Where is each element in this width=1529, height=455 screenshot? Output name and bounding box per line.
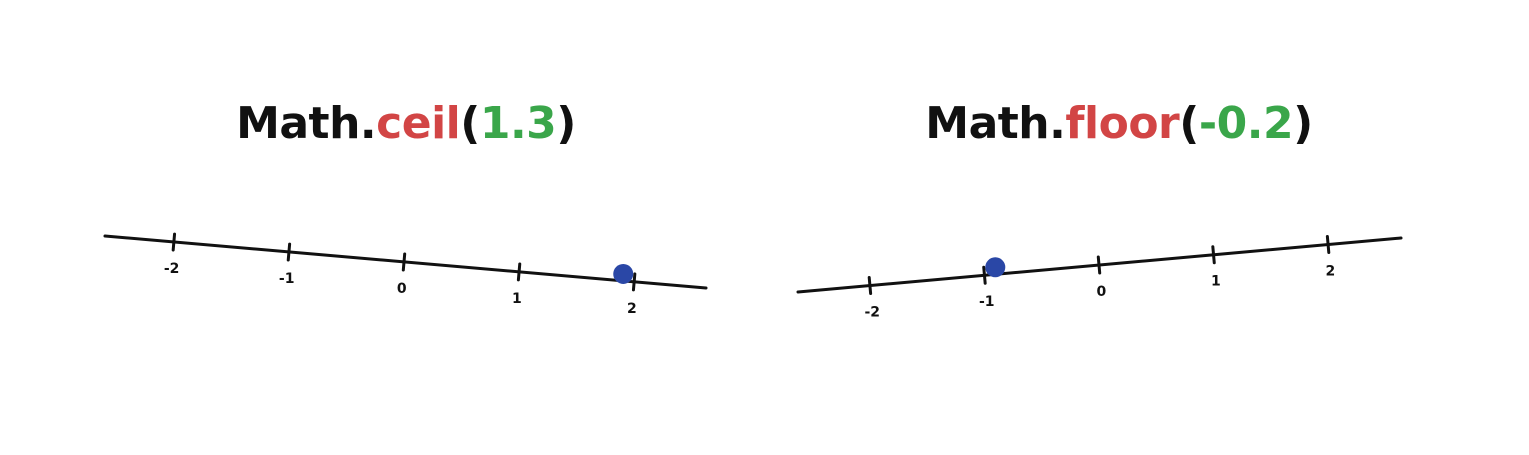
tick-label: 1 bbox=[1211, 274, 1221, 290]
title-method: floor bbox=[1065, 98, 1180, 149]
title-object: Math bbox=[236, 98, 360, 149]
tick-label: -1 bbox=[979, 294, 995, 310]
tick-mark bbox=[516, 262, 522, 282]
tick-label: 1 bbox=[512, 291, 522, 307]
title-open-paren: ( bbox=[1179, 98, 1199, 149]
tick-mark bbox=[286, 242, 292, 262]
tick-label: -2 bbox=[864, 304, 880, 320]
tick-label: 2 bbox=[627, 301, 637, 317]
tick-label: 2 bbox=[1326, 263, 1336, 279]
tick-label: 0 bbox=[1096, 284, 1106, 300]
title-close-paren: ) bbox=[1293, 98, 1313, 149]
tick-label: -2 bbox=[164, 261, 180, 277]
title-method: ceil bbox=[376, 98, 461, 149]
floor-panel: Math.floor(-0.2) -2 -1 0 1 2 bbox=[765, 0, 1529, 455]
ceil-number-line: -2 -1 0 1 2 bbox=[103, 232, 708, 317]
tick-label: -1 bbox=[279, 271, 295, 287]
tick-mark bbox=[1211, 245, 1216, 265]
tick-mark bbox=[867, 276, 873, 295]
title-argument: -0.2 bbox=[1198, 98, 1294, 149]
title-dot: . bbox=[359, 98, 377, 149]
floor-title: Math.floor(-0.2) bbox=[737, 96, 1501, 152]
tick-mark bbox=[982, 265, 987, 285]
title-argument: 1.3 bbox=[479, 98, 557, 149]
ceil-title: Math.ceil(1.3) bbox=[24, 96, 788, 152]
tick-mark bbox=[631, 272, 637, 292]
title-dot: . bbox=[1049, 98, 1066, 149]
value-marker bbox=[613, 263, 634, 284]
title-close-paren: ) bbox=[556, 98, 576, 149]
value-marker bbox=[985, 257, 1006, 278]
title-object: Math bbox=[925, 98, 1050, 149]
tick-mark bbox=[401, 252, 407, 272]
title-open-paren: ( bbox=[460, 98, 480, 149]
tick-mark bbox=[1096, 255, 1102, 275]
tick-mark bbox=[171, 232, 177, 252]
tick-label: 0 bbox=[397, 281, 407, 297]
ceil-panel: Math.ceil(1.3) -2 -1 0 1 2 bbox=[0, 0, 764, 455]
tick-mark bbox=[1325, 235, 1331, 254]
floor-number-line: -2 -1 0 1 2 bbox=[796, 235, 1403, 320]
